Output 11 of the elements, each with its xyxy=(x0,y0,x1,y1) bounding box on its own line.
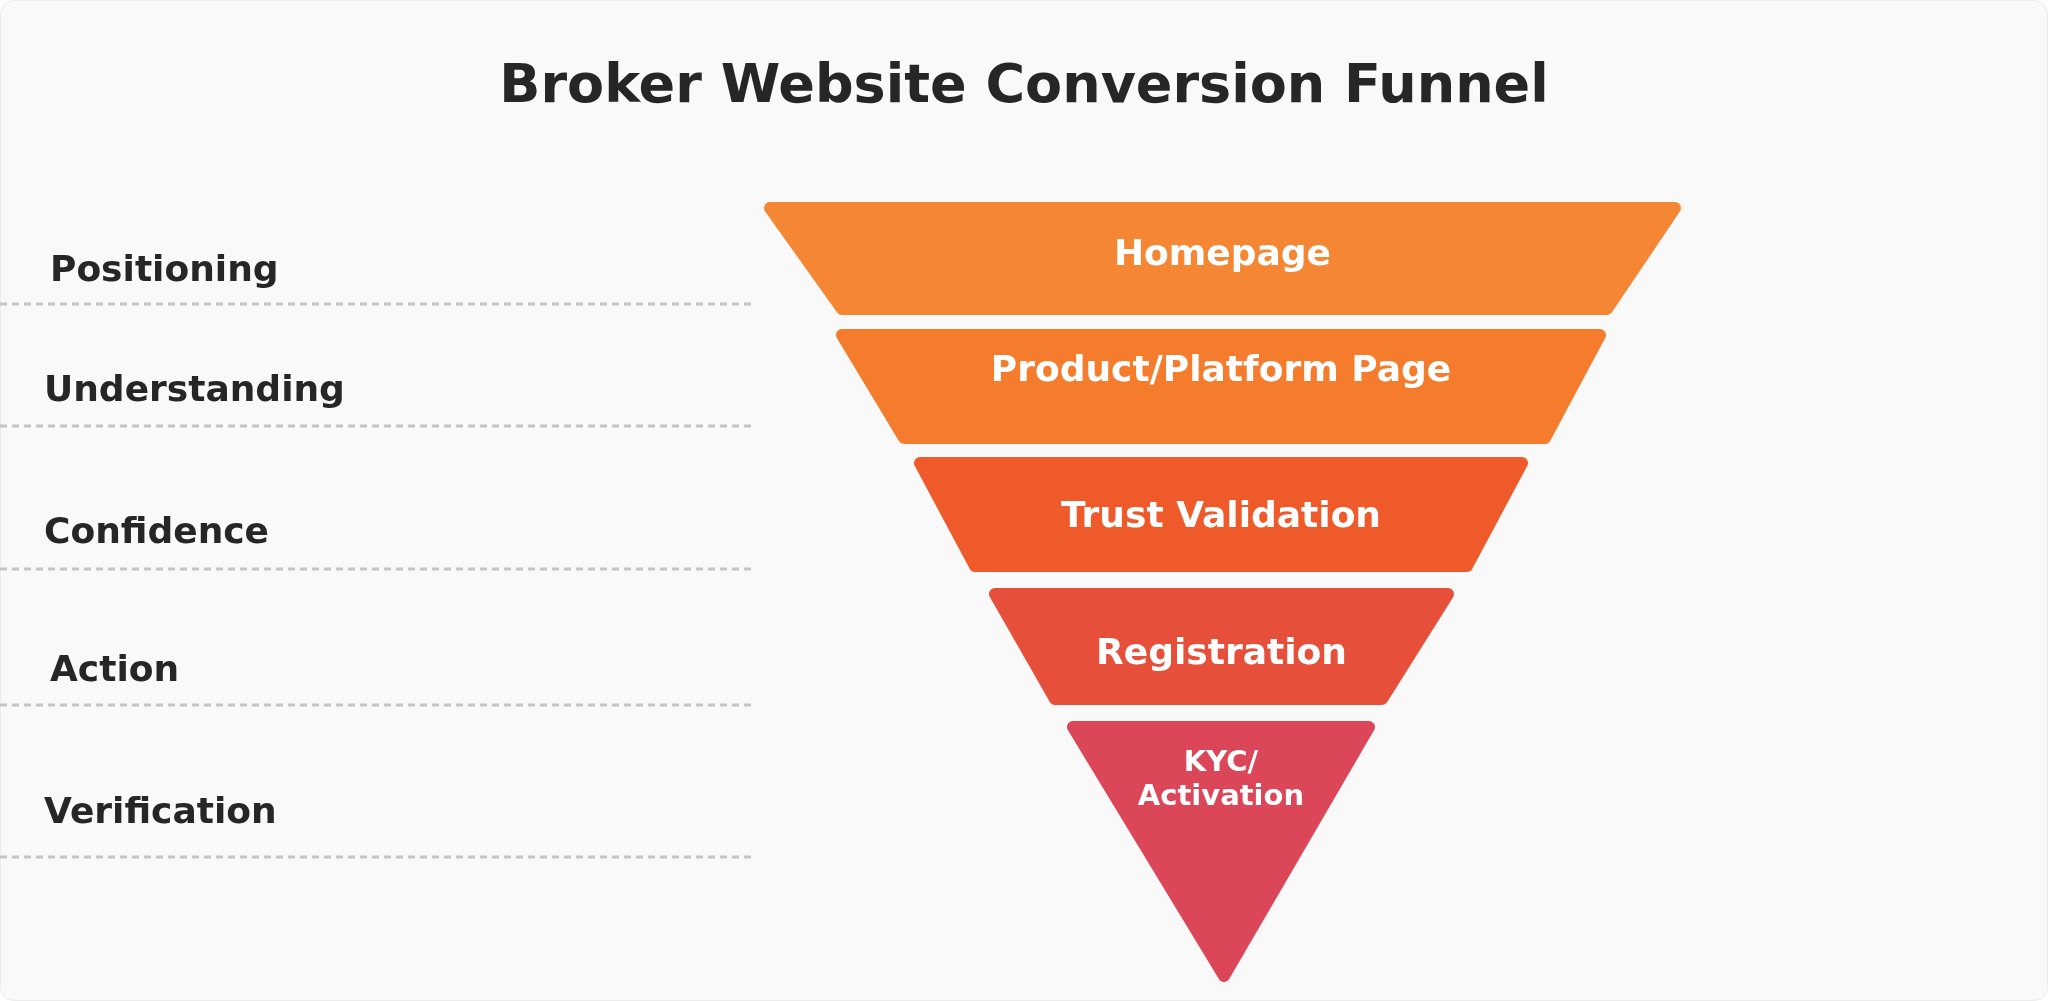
stage-title: Product/Platform Page xyxy=(989,348,1453,390)
stage-title: Trust Validation xyxy=(1060,493,1382,536)
diagram-title: Broker Website Conversion Funnel xyxy=(498,52,1550,115)
stage-name: Positioning xyxy=(50,248,279,289)
stage-name: Understanding xyxy=(44,368,345,409)
stage-title: Registration xyxy=(1095,631,1348,674)
stage-title: Homepage xyxy=(1112,232,1332,274)
stage-name: Action xyxy=(50,648,180,689)
stage-name: Confidence xyxy=(44,510,270,551)
stage-title: KYC/ Activation xyxy=(1136,745,1306,812)
stage-name: Verification xyxy=(44,790,277,831)
